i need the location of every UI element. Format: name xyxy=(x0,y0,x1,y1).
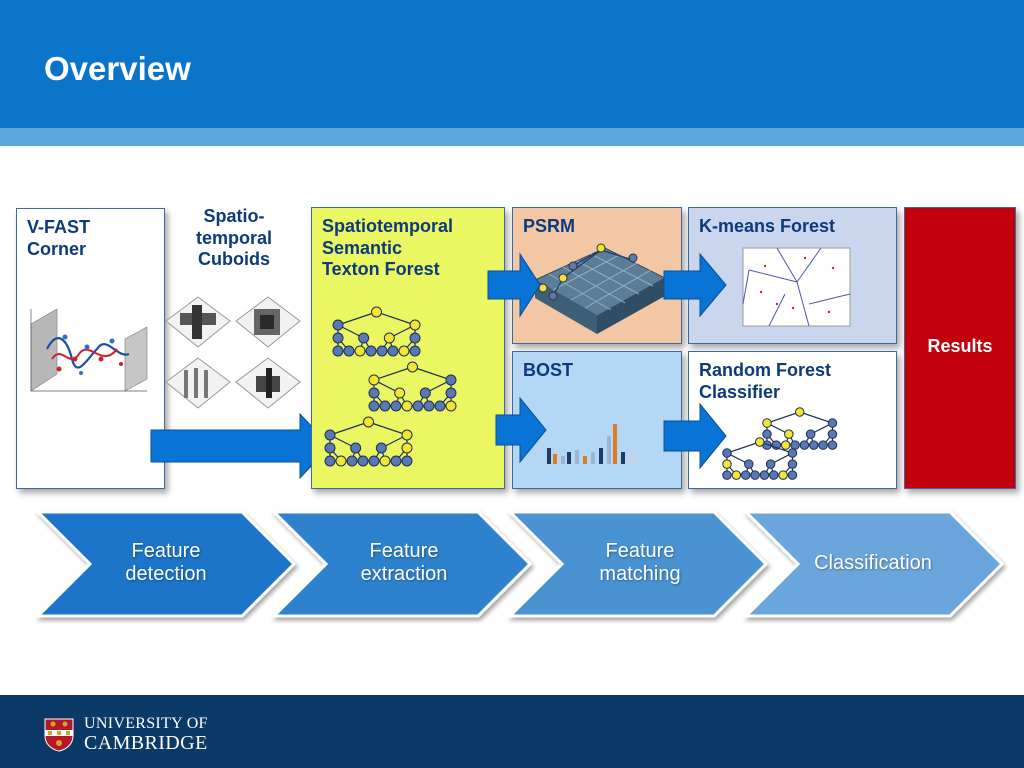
logo-line-1: UNIVERSITY OF xyxy=(84,715,208,732)
bost-label: BOST xyxy=(523,360,574,380)
tree-icons xyxy=(324,306,457,467)
vfast-corner-label: V-FAST Corner xyxy=(27,217,91,259)
voronoi-icon xyxy=(742,247,851,327)
bost-panel: BOST xyxy=(512,351,682,489)
header-stripe xyxy=(0,128,1024,146)
results-label: Results xyxy=(927,336,993,356)
cuboids-label: Spatio- temporal Cuboids xyxy=(195,206,273,270)
slide-title: Overview xyxy=(44,50,191,87)
pipeline-label-feature-extraction: Feature extraction xyxy=(360,540,448,585)
histogram-icon xyxy=(547,424,637,464)
tree-icon xyxy=(762,407,838,450)
psrm-label: PSRM xyxy=(523,216,576,236)
pipeline-label-feature-matching: Feature matching xyxy=(599,540,681,585)
texton-forest-panel: Spatiotemporal Semantic Texton Forest xyxy=(311,207,505,489)
psrm-panel: PSRM xyxy=(512,207,682,344)
university-logo: UNIVERSITY OF CAMBRIDGE xyxy=(44,715,208,754)
tree-icons xyxy=(722,407,838,480)
random-forest-label: Random Forest Classifier xyxy=(699,360,832,402)
tree-icon xyxy=(324,416,413,467)
kmeans-forest-label: K-means Forest xyxy=(699,216,836,236)
results-panel: Results xyxy=(904,207,1016,489)
logo-line-2: CAMBRIDGE xyxy=(84,731,208,754)
random-forest-panel: Random Forest Classifier xyxy=(688,351,897,489)
crest-icon xyxy=(44,718,74,752)
cuboid-icon xyxy=(235,357,301,409)
pipeline-label-classification: Classification xyxy=(814,552,932,574)
cuboid-icon xyxy=(165,357,231,409)
pipeline-label-feature-detection: Feature detection xyxy=(125,540,207,585)
vfast-plot-icon xyxy=(30,308,148,392)
header-bar xyxy=(0,0,1024,128)
tree-icon xyxy=(332,306,421,357)
kmeans-forest-panel: K-means Forest xyxy=(688,207,897,344)
tree-icon xyxy=(368,361,457,412)
pyramid-grid-icon xyxy=(533,243,667,334)
vfast-corner-panel: V-FAST Corner xyxy=(16,208,165,489)
footer-bar xyxy=(0,695,1024,768)
cuboid-icon xyxy=(165,296,231,348)
cuboid-icon xyxy=(235,296,301,348)
texton-forest-label: Spatiotemporal Semantic Texton Forest xyxy=(322,216,454,280)
